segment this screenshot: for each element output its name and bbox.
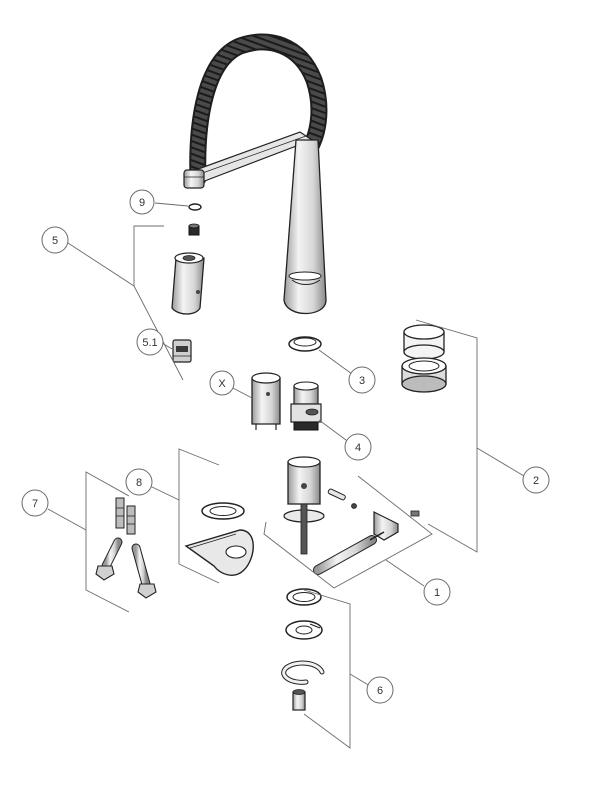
part-9-washer bbox=[188, 203, 202, 211]
svg-text:6: 6 bbox=[377, 685, 383, 697]
callout-4: 4 bbox=[344, 433, 372, 461]
callout-7: 7 bbox=[21, 489, 49, 517]
part-x-mounting-tool bbox=[251, 372, 281, 430]
svg-text:5.1: 5.1 bbox=[142, 337, 157, 349]
part-8-support-plate bbox=[184, 529, 254, 576]
part-4-cartridge bbox=[290, 381, 322, 431]
part-1-lever-handle bbox=[313, 511, 399, 575]
part-6-threaded-rod bbox=[292, 689, 306, 711]
svg-text:2: 2 bbox=[533, 475, 539, 487]
part-1-base-body bbox=[283, 456, 325, 555]
callout-3: 3 bbox=[348, 366, 376, 394]
svg-text:X: X bbox=[218, 378, 226, 390]
faucet-body bbox=[283, 139, 327, 314]
bracket-part-2 bbox=[415, 319, 525, 553]
callout-2: 2 bbox=[522, 466, 550, 494]
part-2-sleeve bbox=[403, 324, 445, 360]
bracket-part-8 bbox=[149, 448, 220, 584]
bracket-part-5 bbox=[67, 225, 184, 381]
callout-x: X bbox=[209, 370, 235, 396]
callout-1: 1 bbox=[423, 578, 451, 606]
spring-hose bbox=[189, 33, 328, 187]
svg-text:5: 5 bbox=[52, 235, 58, 247]
part-2-lock-nut bbox=[401, 357, 447, 393]
part-8-gasket bbox=[201, 502, 245, 520]
leaders-small bbox=[154, 202, 353, 444]
part-7-hose-left bbox=[95, 537, 123, 581]
part-7-hose-connectors bbox=[115, 497, 136, 535]
svg-text:9: 9 bbox=[139, 197, 145, 209]
bracket-part-7 bbox=[47, 471, 130, 613]
callout-5-1: 5.1 bbox=[136, 328, 164, 356]
svg-text:8: 8 bbox=[136, 477, 142, 489]
part-3-ring bbox=[288, 336, 322, 352]
callout-6: 6 bbox=[366, 676, 394, 704]
bracket-part-1 bbox=[263, 475, 433, 589]
part-5-1-spray-insert bbox=[172, 339, 192, 363]
part-7-hose-right bbox=[131, 543, 157, 599]
part-5-spray-head bbox=[171, 252, 205, 315]
part-6-washer bbox=[286, 588, 322, 606]
spray-head-nozzle bbox=[183, 169, 205, 189]
callout-5: 5 bbox=[41, 226, 69, 254]
svg-text:7: 7 bbox=[32, 498, 38, 510]
svg-text:1: 1 bbox=[434, 587, 440, 599]
svg-text:3: 3 bbox=[359, 375, 365, 387]
part-6-spring-washer bbox=[285, 620, 323, 640]
part-1-small-parts bbox=[327, 488, 420, 517]
part-9-nipple bbox=[188, 223, 200, 236]
svg-text:4: 4 bbox=[355, 442, 361, 454]
callout-8: 8 bbox=[125, 468, 153, 496]
bracket-part-6 bbox=[303, 589, 371, 749]
part-6-horseshoe-washer bbox=[281, 660, 325, 685]
callout-9: 9 bbox=[129, 189, 155, 215]
